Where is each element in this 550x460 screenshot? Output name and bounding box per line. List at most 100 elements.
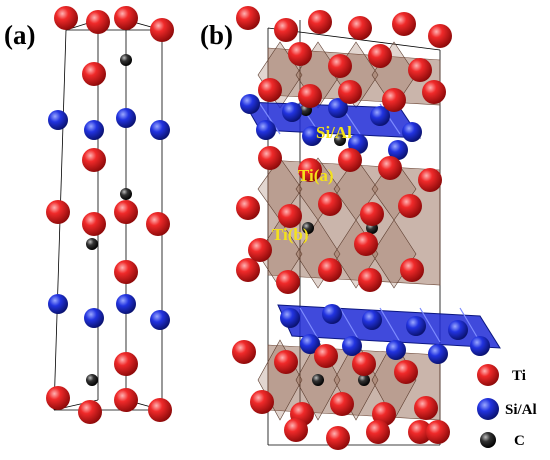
si-al-atom	[428, 344, 448, 364]
panel-b-label: (b)	[200, 20, 233, 50]
si-al-atom	[282, 102, 302, 122]
carbon-atom	[302, 222, 314, 234]
ti-atom	[408, 58, 432, 82]
ti-atom	[338, 80, 362, 104]
ti-atom	[114, 200, 138, 224]
ti-atom	[258, 146, 282, 170]
legend-label-c: C	[514, 433, 525, 449]
ti-atom	[82, 148, 106, 172]
ti-atom	[276, 270, 300, 294]
ti-atom	[348, 16, 372, 40]
ti-atom	[338, 148, 362, 172]
unit-cell-a-frame	[53, 19, 163, 411]
ti-atom	[274, 18, 298, 42]
legend: Ti Si/Al C	[477, 364, 537, 449]
ti-atom	[366, 420, 390, 444]
ti-atom	[46, 200, 70, 224]
ti-atom	[308, 10, 332, 34]
ti-atom	[330, 392, 354, 416]
panel-b-supercell	[232, 6, 501, 450]
ti-atom	[274, 350, 298, 374]
si-al-swatch	[477, 398, 499, 420]
ti-atom	[236, 6, 260, 30]
legend-label-si-al: Si/Al	[505, 402, 537, 418]
ti-atom	[408, 420, 432, 444]
panel-b-atoms	[232, 6, 490, 450]
panel-a-atoms	[46, 6, 174, 424]
si-al-bond	[259, 103, 281, 135]
ti-atom	[422, 80, 446, 104]
ti-atom	[114, 260, 138, 284]
ti-atom	[114, 388, 138, 412]
ti-octahedron-layer	[267, 344, 441, 421]
ti-atom	[150, 18, 174, 42]
ti-atom	[114, 6, 138, 30]
si-al-atom	[402, 122, 422, 142]
ti-atom	[358, 268, 382, 292]
si-al-bond	[459, 307, 481, 343]
si-al-atom	[150, 310, 170, 330]
ti-atom	[236, 258, 260, 282]
si-al-bond	[339, 307, 361, 343]
si-al-atom	[406, 316, 426, 336]
si-al-atom	[84, 308, 104, 328]
ti-atom	[328, 54, 352, 78]
ti-atom	[382, 88, 406, 112]
legend-label-ti: Ti	[512, 368, 526, 384]
si-al-atom	[116, 108, 136, 128]
ti-atom	[148, 398, 172, 422]
carbon-atom	[358, 374, 370, 386]
ti-atom	[314, 344, 338, 368]
carbon-atom	[86, 374, 98, 386]
ti-atom	[236, 196, 260, 220]
ti-atom	[288, 42, 312, 66]
legend-item-c: C	[480, 432, 525, 449]
ti-atom	[78, 400, 102, 424]
ti-atom	[284, 418, 308, 442]
si-al-atom	[322, 304, 342, 324]
ti-atom	[46, 386, 70, 410]
carbon-atom	[120, 188, 132, 200]
si-al-atom	[84, 120, 104, 140]
si-al-atom	[448, 320, 468, 340]
ti-atom	[248, 238, 272, 262]
panel-a-label: (a)	[4, 20, 35, 50]
si-al-atom	[48, 294, 68, 314]
ti-atom	[360, 202, 384, 226]
ti-atom	[378, 156, 402, 180]
ti-atom	[298, 158, 322, 182]
ti-atom	[414, 396, 438, 420]
si-al-atom	[240, 94, 260, 114]
si-al-atom	[150, 120, 170, 140]
ti-atom	[114, 352, 138, 376]
si-al-atom	[302, 126, 322, 146]
ti-atom	[82, 212, 106, 236]
si-al-atom	[362, 310, 382, 330]
ti-atom	[352, 352, 376, 376]
ti-b-site-label: Ti(b)	[272, 225, 309, 244]
si-al-bond	[299, 307, 321, 343]
ti-atom	[278, 204, 302, 228]
ti-atom	[318, 258, 342, 282]
si-al-atom	[342, 336, 362, 356]
si-al-atom	[328, 98, 348, 118]
ti-atom	[54, 6, 78, 30]
ti-atom	[354, 232, 378, 256]
ti-atom	[86, 10, 110, 34]
ti-atom	[368, 44, 392, 68]
si-al-atom	[386, 340, 406, 360]
carbon-atom	[86, 238, 98, 250]
carbon-atom	[120, 54, 132, 66]
si-al-atom	[116, 294, 136, 314]
ti-atom	[232, 340, 256, 364]
ti-atom	[426, 420, 450, 444]
ti-atom	[82, 62, 106, 86]
si-al-site-label: Si/Al	[316, 123, 352, 142]
ti-atom	[318, 192, 342, 216]
ti-atom	[400, 258, 424, 282]
si-al-atom	[388, 140, 408, 160]
ti-atom	[258, 78, 282, 102]
si-al-atom	[256, 120, 276, 140]
si-al-atom	[48, 110, 68, 130]
